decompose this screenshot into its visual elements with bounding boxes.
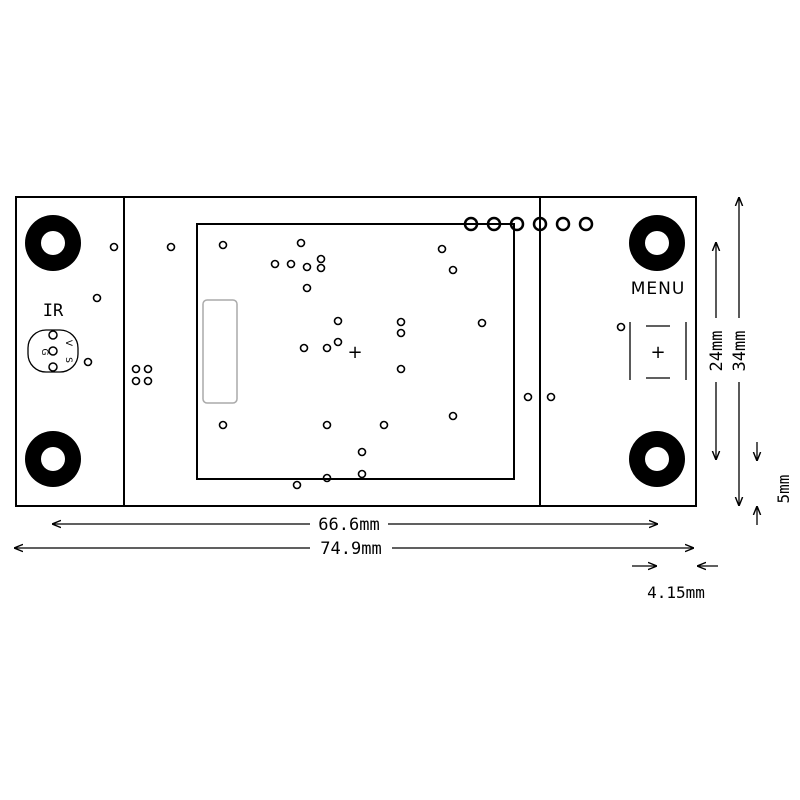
dim-width-total: 74.9mm (320, 539, 381, 559)
display-module-outline (196, 223, 515, 480)
ir-pin-s: S (63, 357, 73, 363)
dim-edge: 5mm (774, 475, 793, 504)
mounting-hole-bottom-right (629, 431, 685, 487)
board-outline (15, 196, 697, 507)
ir-pin-g: G (39, 349, 49, 356)
vias (83, 238, 626, 490)
ir-receiver-icon (27, 329, 79, 373)
menu-button-symbol: + (650, 342, 665, 363)
dim-height-inner: 24mm (707, 331, 727, 372)
menu-button-icon (629, 322, 687, 380)
ir-label: IR (43, 301, 64, 321)
center-mark: + (347, 342, 362, 363)
dim-width-inner: 66.6mm (318, 515, 379, 535)
header-pins (463, 216, 594, 232)
mounting-hole-bottom-left (25, 431, 81, 487)
ir-pin-v: V (63, 340, 73, 347)
mounting-hole-top-right (629, 215, 685, 271)
dim-offset: 4.15mm (647, 583, 705, 602)
connector-slot (202, 299, 238, 404)
menu-label: MENU (631, 279, 686, 299)
dim-height-total: 34mm (730, 331, 750, 372)
mounting-hole-top-left (25, 215, 81, 271)
